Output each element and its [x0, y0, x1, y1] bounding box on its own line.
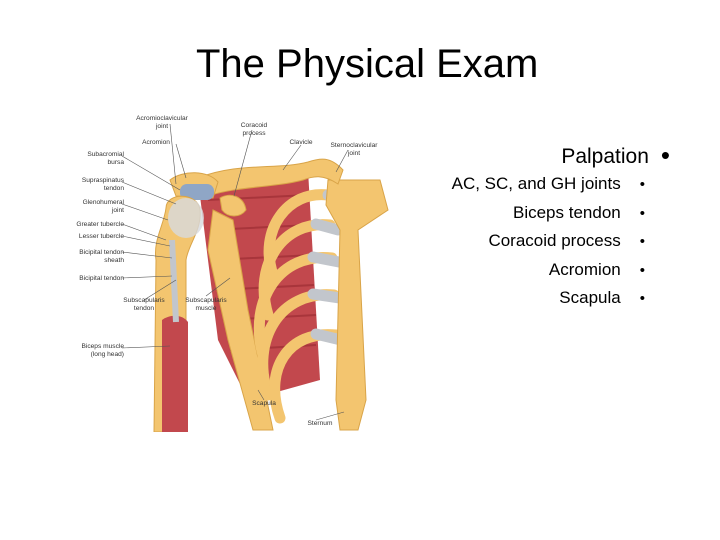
bullet-icon: • [639, 233, 645, 251]
palpation-heading-row: Palpation • [452, 140, 670, 170]
label-gh-joint-2: joint [111, 207, 124, 214]
label-subscap-tendon: Subscapularis [123, 297, 165, 304]
palpation-item-text: Acromion [548, 259, 621, 279]
palpation-list: Palpation • AC, SC, and GH joints • Biceps… [452, 140, 670, 313]
label-ac-joint: Acromioclavicular [136, 115, 188, 122]
bullet-icon: • [639, 204, 645, 222]
label-ac-joint-2: joint [155, 123, 168, 130]
palpation-item: Acromion • [452, 256, 645, 285]
label-supraspinatus-2: tendon [104, 185, 125, 192]
leader-lines [121, 123, 349, 421]
label-subscap-tendon-2: tendon [134, 305, 155, 312]
label-biceps-muscle-2: (long head) [91, 351, 124, 358]
shoulder-anatomy-illustration: Acromioclavicular joint Acromion Coracoi… [76, 115, 389, 433]
palpation-heading: Palpation [561, 145, 649, 168]
palpation-item-text: AC, SC, and GH joints [451, 174, 621, 193]
palpation-item-text: Biceps tendon [512, 202, 621, 222]
coracoid-bone [219, 194, 247, 217]
bullet-icon: • [660, 140, 670, 170]
label-clavicle: Clavicle [289, 139, 312, 146]
label-sc-joint: Sternoclavicular [331, 142, 379, 149]
bullet-icon: • [639, 290, 645, 308]
subacromial-bursa [180, 184, 214, 200]
label-sc-joint-2: joint [347, 150, 360, 157]
palpation-item-text: Coracoid process [488, 231, 621, 251]
label-lesser-tubercle: Lesser tubercle [79, 233, 124, 240]
label-sternum: Sternum [308, 420, 333, 427]
palpation-item: Biceps tendon • [452, 199, 645, 228]
slide-title: The Physical Exam [196, 42, 539, 86]
label-coracoid-2: process [242, 130, 266, 137]
palpation-item-text: Scapula [559, 288, 621, 308]
sternum-bone [325, 179, 389, 431]
palpation-item: Scapula • [452, 284, 645, 313]
clavicle-bone [197, 158, 344, 197]
bullet-icon: • [639, 261, 645, 279]
palpation-item: AC, SC, and GH joints • [452, 170, 645, 199]
label-acromion: Acromion [142, 139, 170, 146]
label-subscap-muscle-2: muscle [196, 305, 217, 312]
label-biceps-muscle: Biceps muscle [81, 343, 124, 350]
humeral-head-cartilage [168, 198, 204, 238]
label-subscap-muscle: Subscapularis [185, 297, 227, 304]
label-bicipital-sheath: Bicipital tendon [79, 249, 124, 256]
bullet-icon: • [639, 176, 645, 193]
palpation-item: Coracoid process • [452, 227, 645, 256]
label-gh-joint: Glenohumeral [83, 199, 125, 206]
label-bursa-2: bursa [108, 159, 125, 166]
label-scapula: Scapula [252, 400, 276, 407]
label-bicipital-tendon: Bicipital tendon [79, 275, 124, 282]
label-supraspinatus: Supraspinatus [82, 177, 125, 184]
label-coracoid: Coracoid [241, 122, 268, 129]
scapula-bone [207, 209, 274, 431]
label-bicipital-sheath-2: sheath [104, 257, 124, 264]
label-bursa: Subacromial [87, 151, 124, 158]
label-greater-tubercle: Greater tubercle [76, 221, 124, 228]
shoulder-anatomy-figure: Acromioclavicular joint Acromion Coracoi… [58, 100, 408, 433]
biceps-muscle [162, 315, 188, 432]
